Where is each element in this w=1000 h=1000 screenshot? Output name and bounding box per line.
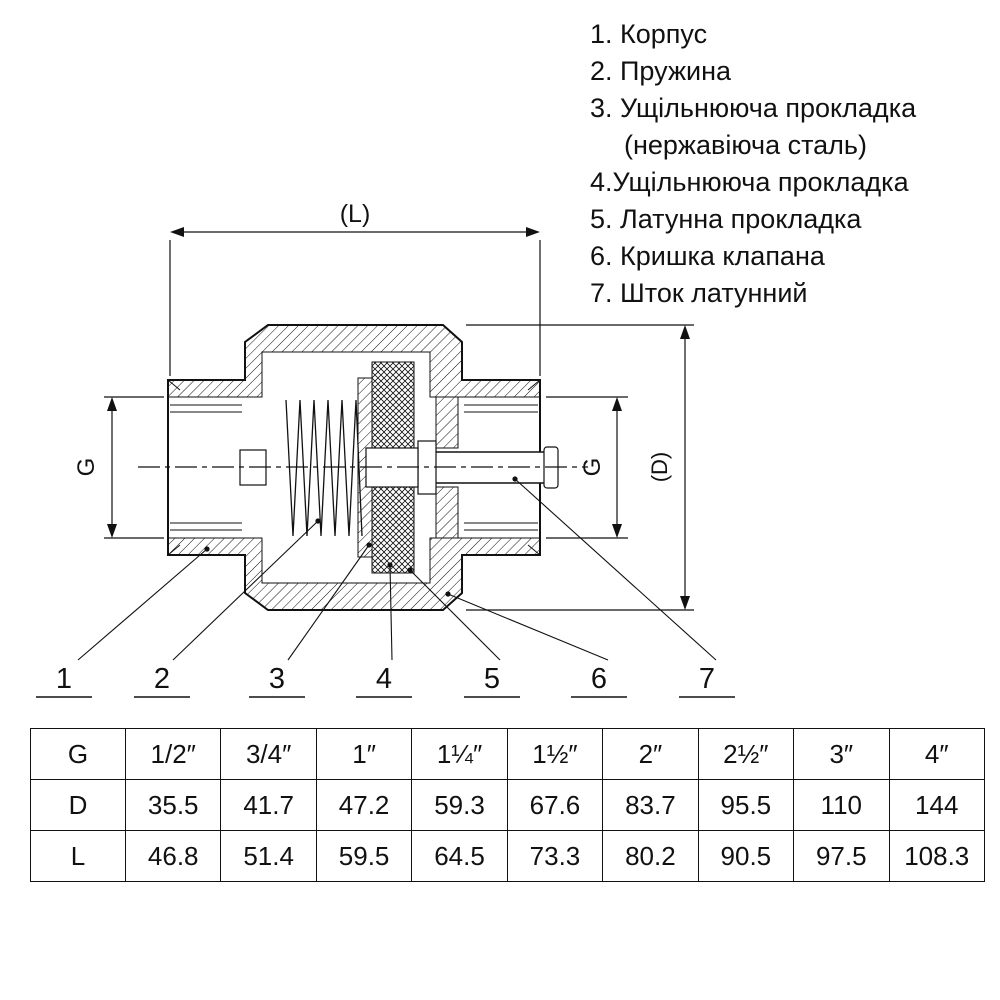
face-chamfer-lines <box>167 379 541 556</box>
table-cell: 95.5 <box>697 779 795 831</box>
table-row-D: D 35.5 41.7 47.2 59.3 67.6 83.7 95.5 110… <box>30 779 985 831</box>
legend-item-5: 5. Латунна прокладка <box>590 204 862 234</box>
table-cell: 4″ <box>888 728 985 780</box>
table-cell: 1¼″ <box>411 728 508 780</box>
dimensions-table: G 1/2″ 3/4″ 1″ 1¼″ 1½″ 2″ 2½″ 3″ 4″ D 35… <box>30 728 985 882</box>
part-number-3: 3 <box>269 663 285 695</box>
table-cell: 3″ <box>793 728 890 780</box>
table-cell: 144 <box>888 779 985 831</box>
part-number-labels: 1 2 3 4 5 6 7 <box>36 663 735 698</box>
table-cell: 46.8 <box>124 830 222 882</box>
table-cell: 80.2 <box>602 830 699 882</box>
legend-item-4: 4.Ущільнююча прокладка <box>590 167 909 197</box>
table-cell: 51.4 <box>220 830 317 882</box>
table-cell: 1″ <box>315 728 413 780</box>
table-cell: 110 <box>793 779 890 831</box>
legend-item-7: 7. Шток латунний <box>590 278 808 308</box>
row-header-D: D <box>30 779 126 831</box>
table-cell: 41.7 <box>220 779 317 831</box>
table-cell: 2½″ <box>697 728 795 780</box>
part-number-7: 7 <box>699 663 715 695</box>
dim-D-label: (D) <box>647 452 672 483</box>
dimension-G-left: G <box>73 396 164 539</box>
seal-upper <box>371 361 415 449</box>
table-cell: 83.7 <box>602 779 699 831</box>
table-cell: 59.3 <box>411 779 508 831</box>
parts-legend: 1. Корпус 2. Пружина 3. Ущільнююча прокл… <box>590 16 916 312</box>
part-number-1: 1 <box>56 663 72 695</box>
table-row-G: G 1/2″ 3/4″ 1″ 1¼″ 1½″ 2″ 2½″ 3″ 4″ <box>30 728 985 780</box>
legend-item-3-note: (нержавіюча сталь) <box>624 130 867 160</box>
thread-lines <box>170 404 538 531</box>
table-cell: 64.5 <box>411 830 508 882</box>
table-cell: 3/4″ <box>220 728 317 780</box>
part-leaders <box>77 476 717 661</box>
table-cell: 1½″ <box>506 728 604 780</box>
part-number-4: 4 <box>376 663 392 695</box>
table-cell: 2″ <box>602 728 699 780</box>
dim-G-right-label: G <box>579 458 606 477</box>
seal-lower <box>371 486 415 574</box>
table-row-L: L 46.8 51.4 59.5 64.5 73.3 80.2 90.5 97.… <box>30 830 985 882</box>
part-number-5: 5 <box>484 663 500 695</box>
table-cell: 108.3 <box>888 830 985 882</box>
spring <box>285 399 363 537</box>
cover-lower <box>435 486 459 539</box>
cover-upper <box>435 396 459 449</box>
dim-G-left-label: G <box>73 458 100 477</box>
valve-technical-drawing: (L) G G (D) <box>36 200 735 698</box>
row-header-G: G <box>30 728 126 780</box>
table-cell: 73.3 <box>506 830 604 882</box>
table-cell: 97.5 <box>793 830 890 882</box>
dimension-D: (D) <box>466 324 694 611</box>
dim-L-label: (L) <box>340 200 371 228</box>
part-number-2: 2 <box>154 663 170 695</box>
legend-item-2: 2. Пружина <box>590 56 732 86</box>
legend-item-6: 6. Кришка клапана <box>590 241 825 271</box>
table-cell: 1/2″ <box>124 728 222 780</box>
table-cell: 59.5 <box>315 830 413 882</box>
table-cell: 47.2 <box>315 779 413 831</box>
table-cell: 35.5 <box>124 779 222 831</box>
row-header-L: L <box>30 830 126 882</box>
legend-item-1: 1. Корпус <box>590 19 708 49</box>
part-number-6: 6 <box>591 663 607 695</box>
legend-item-3: 3. Ущільнююча прокладка <box>590 93 917 123</box>
dimension-L: (L) <box>169 200 541 376</box>
dimension-G-right: G <box>546 396 628 539</box>
table-cell: 90.5 <box>697 830 795 882</box>
table-cell: 67.6 <box>506 779 604 831</box>
